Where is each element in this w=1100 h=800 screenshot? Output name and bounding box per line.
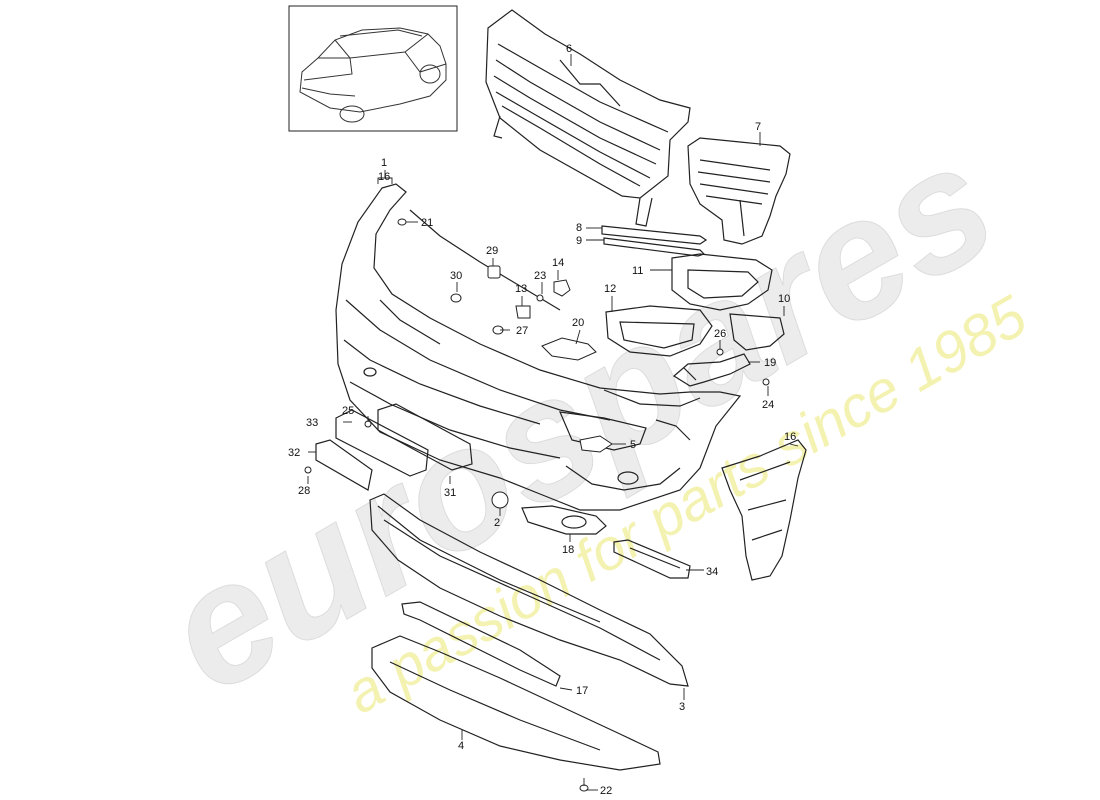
callout-21: 21 <box>421 217 433 229</box>
callout-29: 29 <box>486 245 498 257</box>
callout-6: 6 <box>566 43 572 55</box>
part-23-screw <box>536 294 544 302</box>
part-20-bracket <box>541 337 597 361</box>
part-14-clip <box>553 279 571 297</box>
callout-18: 18 <box>562 544 574 556</box>
callout-7: 7 <box>755 121 761 133</box>
part-13-clip <box>515 305 531 319</box>
callout-16-right: 16 <box>784 431 796 443</box>
part-12-frame <box>605 305 713 357</box>
part-5-cover <box>579 435 613 453</box>
callout-19: 19 <box>764 357 776 369</box>
callout-5: 5 <box>630 439 636 451</box>
part-24-screw <box>762 378 770 386</box>
part-2-cap <box>491 491 509 509</box>
callout-31: 31 <box>444 487 456 499</box>
part-10-trim <box>729 313 785 351</box>
callout-24: 24 <box>762 399 774 411</box>
part-18-fog-trim <box>521 505 607 535</box>
part-3-lower-spoiler <box>369 493 689 687</box>
callout-28: 28 <box>298 485 310 497</box>
part-6-upper-grille <box>485 9 691 227</box>
callout-20: 20 <box>572 317 584 329</box>
part-1-bumper-cover <box>335 183 742 511</box>
car-icon <box>299 27 447 123</box>
callout-27: 27 <box>516 325 528 337</box>
part-31-plate-holder <box>377 403 473 471</box>
callout-22: 22 <box>600 785 612 797</box>
part-30-grommet <box>450 293 462 303</box>
callout-16-top: 16 <box>378 171 390 183</box>
part-28-screw <box>304 466 312 474</box>
callout-32: 32 <box>288 447 300 459</box>
callout-13: 13 <box>515 283 527 295</box>
part-4-underbody-shield <box>371 635 661 771</box>
part-29-clip <box>487 265 501 279</box>
callout-9: 9 <box>576 235 582 247</box>
part-16-side-bracket <box>721 439 807 581</box>
part-7-side-grille <box>687 137 791 245</box>
callout-10: 10 <box>778 293 790 305</box>
callout-4: 4 <box>458 740 464 752</box>
part-21-screw <box>397 218 407 226</box>
callout-34: 34 <box>706 566 718 578</box>
callout-11: 11 <box>632 265 643 277</box>
callout-33: 33 <box>306 417 318 429</box>
callout-12: 12 <box>604 283 616 295</box>
callout-26: 26 <box>714 328 726 340</box>
part-32-bracket <box>315 439 373 491</box>
part-8-strip <box>601 225 708 245</box>
callout-8: 8 <box>576 222 582 234</box>
part-33-plate-holder <box>335 409 429 477</box>
part-17-strip <box>401 601 561 687</box>
callouts: 1 16 21 6 7 8 9 29 30 14 23 13 11 12 10 … <box>288 43 796 797</box>
part-34-grille <box>613 539 691 579</box>
part-9-strip <box>603 237 706 257</box>
fasteners <box>304 218 770 792</box>
callout-30: 30 <box>450 270 462 282</box>
part-19-bracket <box>672 353 751 387</box>
callout-2: 2 <box>494 517 500 529</box>
leader-lines <box>307 54 799 791</box>
vehicle-thumbnail <box>288 5 458 132</box>
callout-17: 17 <box>576 685 588 697</box>
callout-25: 25 <box>342 405 354 417</box>
callout-3: 3 <box>679 701 685 713</box>
callout-14: 14 <box>552 257 564 269</box>
callout-23: 23 <box>534 270 546 282</box>
part-11-frame <box>671 253 773 311</box>
callout-1: 1 <box>381 157 387 169</box>
